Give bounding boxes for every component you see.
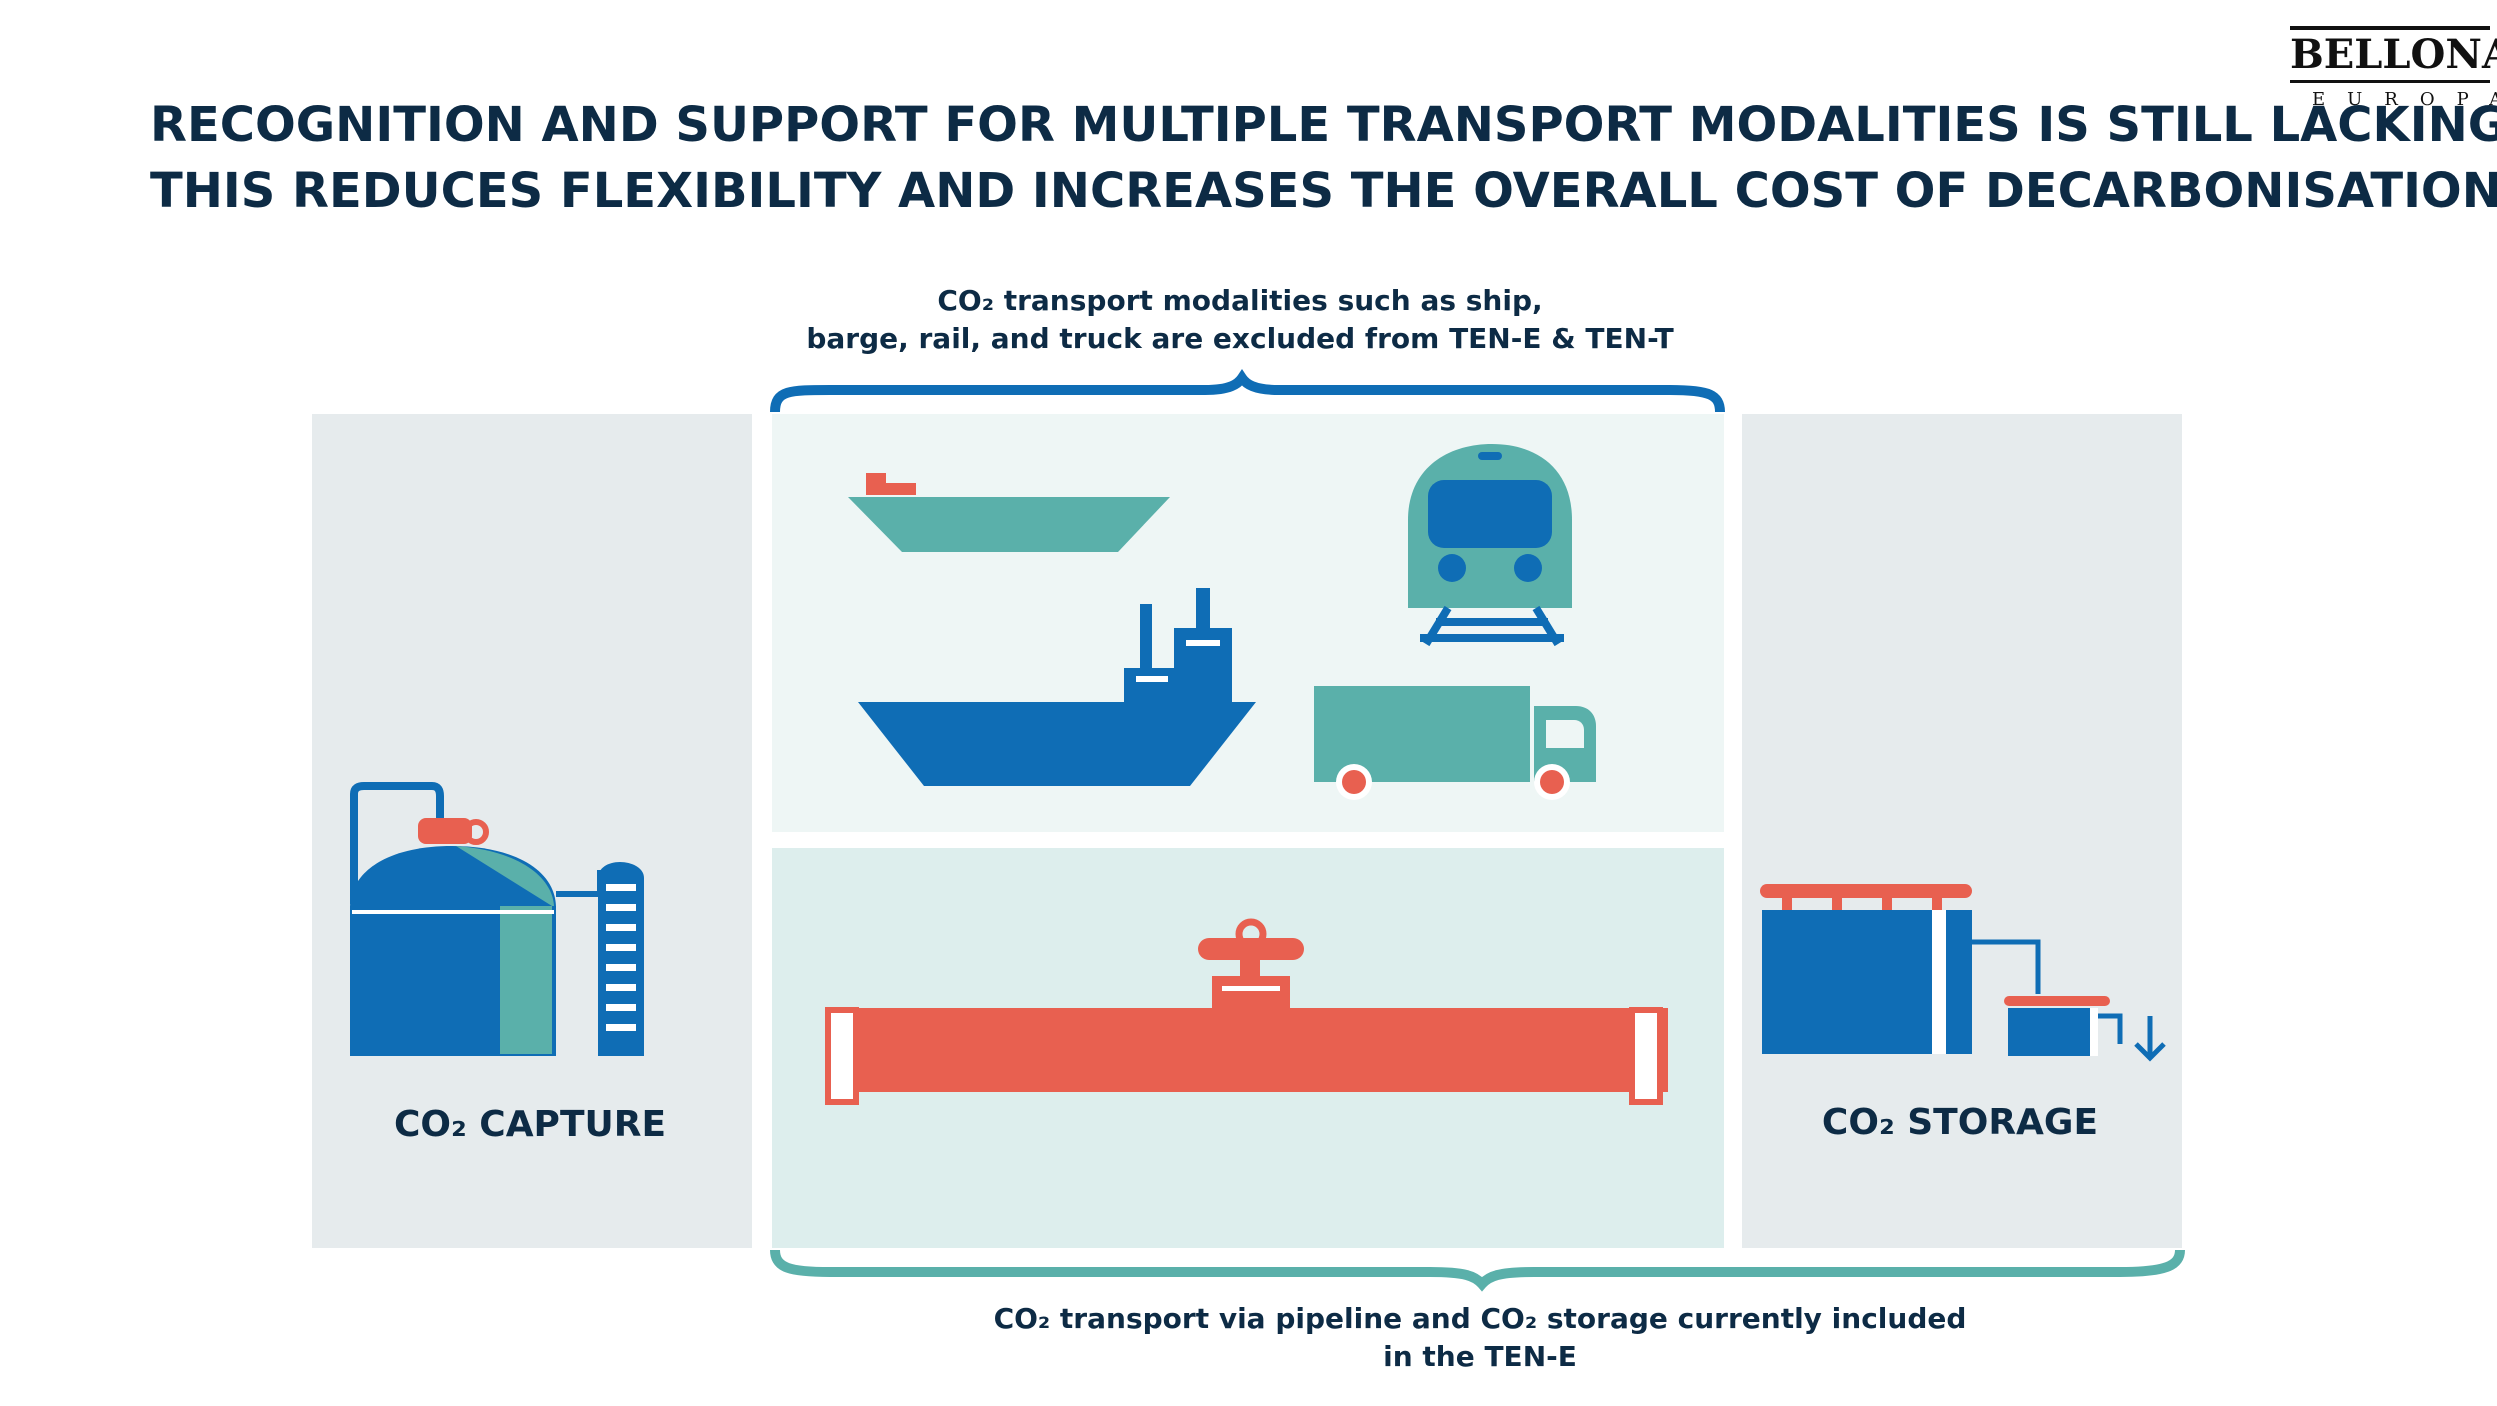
bottom-caption: CO₂ transport via pipeline and CO₂ stora… [960, 1300, 2000, 1376]
barge-icon [848, 473, 1170, 552]
top-brace [770, 368, 1725, 413]
truck-icon [1314, 686, 1596, 800]
top-caption-line-2: barge, rail, and truck are excluded from… [806, 322, 1674, 355]
bottom-caption-line-1: CO₂ transport via pipeline and CO₂ stora… [993, 1302, 1967, 1335]
train-icon [1408, 444, 1572, 647]
storage-panel [1742, 414, 2182, 1248]
capture-label: CO₂ CAPTURE [393, 1104, 667, 1145]
capture-plant-icon [350, 782, 644, 1056]
top-caption: CO₂ transport modalities such as ship, b… [780, 282, 1700, 358]
bottom-brace [770, 1249, 2185, 1292]
logo-name: BELLONA [2290, 26, 2497, 83]
headline: RECOGNITION AND SUPPORT FOR MULTIPLE TRA… [150, 92, 2497, 224]
storage-facility-icon [1760, 884, 2123, 1056]
headline-line-2: THIS REDUCES FLEXIBILITY AND INCREASES T… [150, 163, 2497, 219]
ship-icon [858, 588, 1256, 786]
capture-panel [312, 414, 752, 1248]
headline-line-1: RECOGNITION AND SUPPORT FOR MULTIPLE TRA… [150, 97, 2497, 153]
storage-label: CO₂ STORAGE [1821, 1102, 2099, 1143]
top-caption-line-1: CO₂ transport modalities such as ship, [937, 284, 1543, 317]
pipeline-valve-icon [825, 918, 1668, 1105]
down-arrow-icon [2134, 1016, 2166, 1062]
bottom-caption-line-2: in the TEN-E [1383, 1340, 1577, 1373]
bellona-logo: BELLONA EUROPA [2290, 26, 2497, 116]
logo-sub: EUROPA [2312, 89, 2497, 110]
